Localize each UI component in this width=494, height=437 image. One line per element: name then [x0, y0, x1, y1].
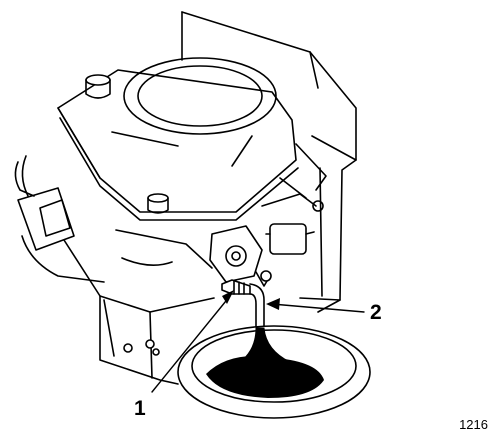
oil-fill-cap: [147, 193, 169, 214]
figure-number: 1216: [459, 417, 488, 432]
callout-leader-1: [151, 295, 231, 393]
callout-arrowhead-2: [266, 298, 280, 310]
oil-drain-valve: [221, 279, 251, 295]
callout-label-drain-valve: 1: [134, 397, 146, 420]
oil-drain-tube: [249, 283, 265, 329]
callout-leader-2: [271, 303, 365, 313]
side-handle: [14, 155, 105, 283]
rear-shroud: [181, 11, 357, 313]
top-cover: [57, 57, 299, 221]
oil-puddle: [206, 356, 324, 398]
callout-label-drain-tube: 2: [370, 301, 382, 324]
fuel-cap: [85, 74, 111, 99]
carburetor: [209, 143, 327, 287]
callout-arrowhead-1: [222, 290, 234, 304]
base-bolts: [123, 339, 160, 356]
